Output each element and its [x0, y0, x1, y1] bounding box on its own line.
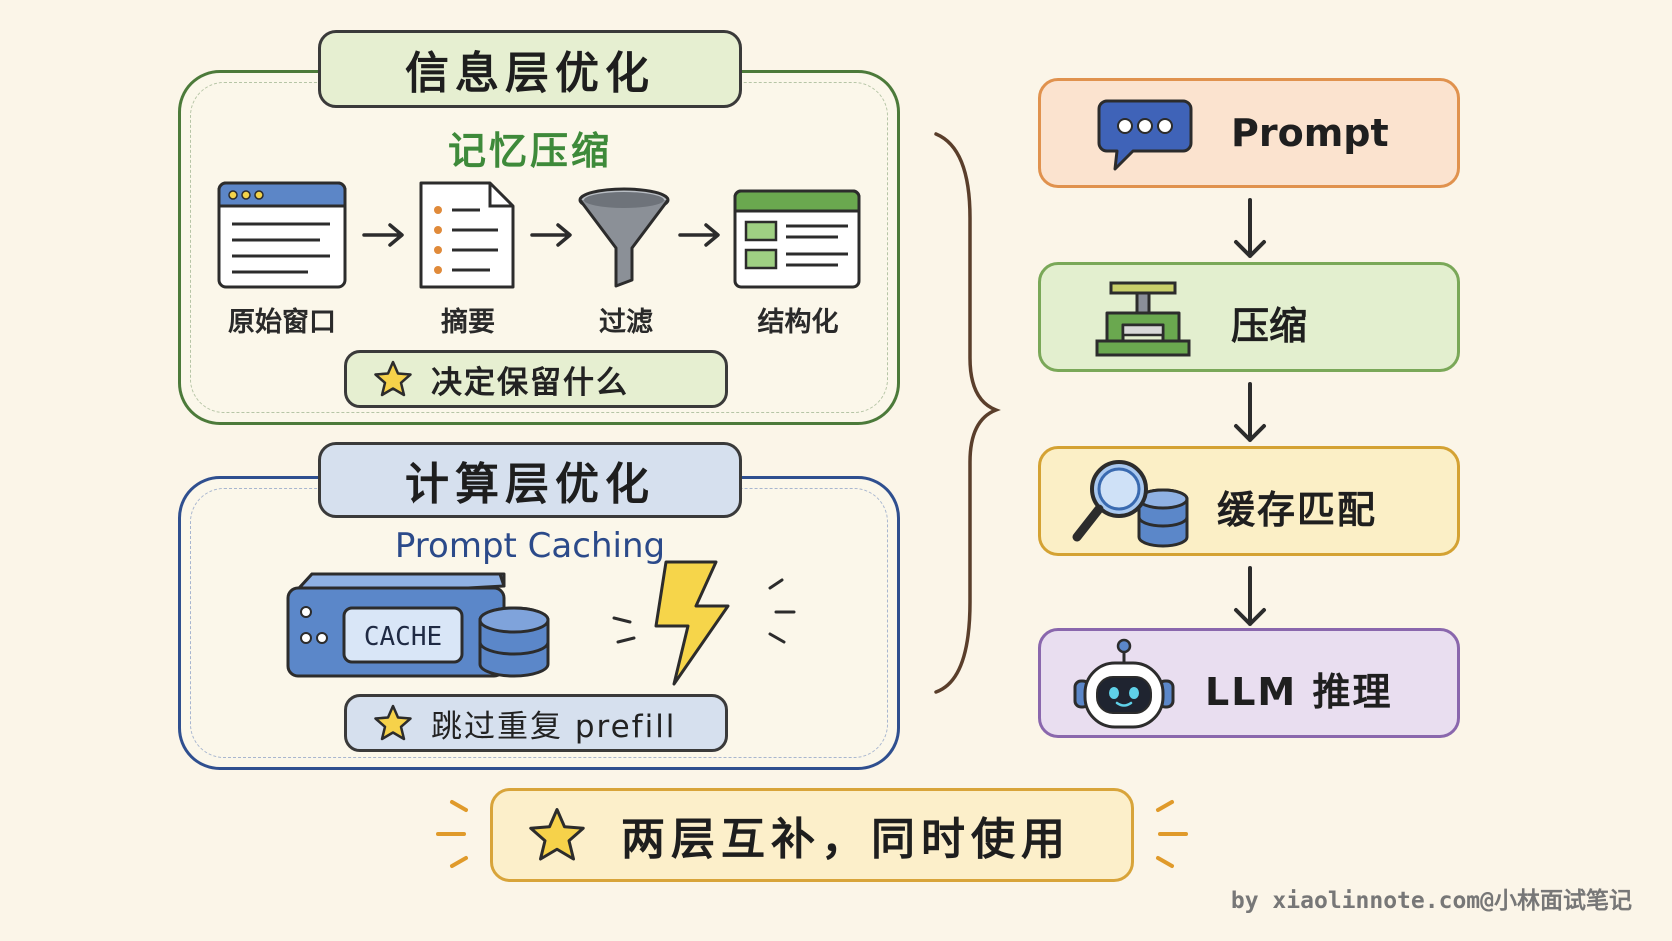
flow-step-cache-match: 缓存匹配	[1038, 446, 1460, 556]
step-label-raw-window: 原始窗口	[228, 307, 336, 338]
structured-table-icon	[733, 189, 861, 289]
step-label-filter: 过滤	[599, 307, 653, 338]
flow-step-prompt-label: Prompt	[1231, 111, 1389, 155]
arrow-down-icon	[1234, 382, 1266, 442]
arrow-down-icon	[1234, 198, 1266, 258]
arrow-right-icon	[678, 223, 720, 247]
curly-brace-icon	[934, 132, 1001, 694]
raw-window-icon	[217, 181, 347, 289]
flow-step-llm-inference: LLM 推理	[1038, 628, 1460, 738]
sparkle-lines-icon	[436, 800, 468, 868]
flow-step-llm-inference-label: LLM 推理	[1205, 670, 1393, 714]
flow-step-compress-label: 压缩	[1231, 304, 1308, 348]
robot-icon	[1073, 638, 1175, 729]
press-icon	[1095, 281, 1191, 357]
memory-compression-subtitle: 记忆压缩	[447, 129, 612, 173]
info-layer-title: 信息层优化	[318, 30, 742, 108]
lightning-icon	[612, 560, 796, 686]
compute-layer-title: 计算层优化	[318, 442, 742, 518]
star-icon	[374, 360, 412, 397]
sparkle-lines-icon	[1156, 800, 1188, 868]
filter-funnel-icon	[578, 187, 670, 288]
info-layer-note: 决定保留什么	[344, 350, 728, 408]
flow-step-compress: 压缩	[1038, 262, 1460, 372]
summary-doc-icon	[419, 181, 515, 289]
watermark: by xiaolinnote.com@小林面试笔记	[1230, 888, 1632, 914]
summary-banner: 两层互补，同时使用	[490, 788, 1134, 882]
chat-bubble-icon	[1097, 99, 1193, 171]
compute-layer-note: 跳过重复 prefill	[344, 694, 728, 752]
step-label-structured: 结构化	[757, 307, 839, 338]
star-icon	[374, 704, 412, 741]
arrow-down-icon	[1234, 566, 1266, 626]
info-layer-note-text: 决定保留什么	[431, 364, 629, 401]
flow-step-prompt: Prompt	[1038, 78, 1460, 188]
arrow-right-icon	[362, 223, 404, 247]
step-label-summary: 摘要	[441, 307, 495, 338]
compute-layer-note-text: 跳过重复 prefill	[431, 708, 677, 745]
magnifier-database-icon	[1072, 460, 1189, 548]
cache-server-icon	[286, 572, 550, 678]
cache-label: CACHE	[363, 622, 443, 652]
summary-text: 两层互补，同时使用	[621, 814, 1071, 865]
arrow-right-icon	[530, 223, 572, 247]
flow-step-cache-match-label: 缓存匹配	[1217, 488, 1378, 532]
star-icon	[529, 808, 585, 861]
prompt-caching-subtitle: Prompt Caching	[394, 526, 666, 566]
